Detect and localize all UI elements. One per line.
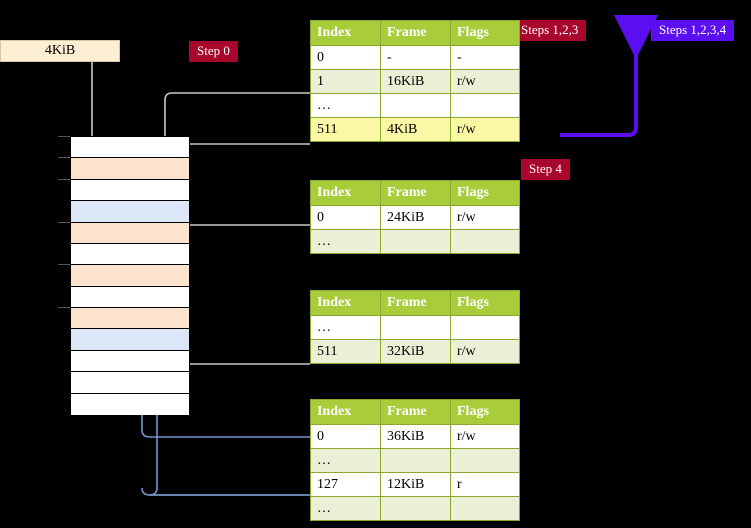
- memory-row: [71, 137, 189, 159]
- table-row: …: [310, 315, 520, 340]
- memory-row: [71, 222, 189, 244]
- table-cell: [450, 229, 520, 254]
- badge-step-4: Step 4: [521, 159, 570, 180]
- memory-row-tick: [58, 264, 70, 266]
- column-header-index: Index: [310, 20, 381, 46]
- memory-row-tick: [58, 157, 70, 159]
- memory-row: [71, 286, 189, 308]
- table-cell: 127: [310, 472, 381, 497]
- table-cell: r: [450, 472, 520, 497]
- table-cell: r/w: [450, 205, 520, 230]
- size-label-4kib: 4KiB: [0, 40, 120, 62]
- table-cell: …: [310, 448, 381, 473]
- wire-pd-row511-to-memory: [170, 305, 310, 365]
- memory-row: [71, 393, 189, 415]
- physical-memory-column: [70, 136, 190, 415]
- table-row: 0--: [310, 45, 520, 70]
- table-row: …: [310, 229, 520, 254]
- memory-row: [71, 158, 189, 180]
- table-cell: 4KiB: [380, 117, 451, 142]
- table-cell: [380, 448, 451, 473]
- table-cell: -: [380, 45, 451, 70]
- table-cell: 511: [310, 339, 381, 364]
- badge-step-0: Step 0: [189, 41, 238, 62]
- memory-row-tick: [58, 178, 70, 180]
- table-cell: 32KiB: [380, 339, 451, 364]
- table-cell: 1: [310, 69, 381, 94]
- table-cell: 0: [310, 45, 381, 70]
- table-cell: r/w: [450, 69, 520, 94]
- column-header-flags: Flags: [450, 180, 520, 206]
- wire-memory-to-pt-row127-tail: [141, 487, 310, 496]
- memory-row: [71, 265, 189, 287]
- column-header-index: Index: [310, 180, 381, 206]
- table-cell: [450, 315, 520, 340]
- table-cell: …: [310, 93, 381, 118]
- wire-pdpt-row0-to-memory: [170, 224, 310, 252]
- column-header-frame: Frame: [380, 180, 451, 206]
- badge-steps-123: Steps 1,2,3: [513, 20, 587, 41]
- table-cell: [450, 93, 520, 118]
- memory-row-tick: [58, 136, 70, 137]
- memory-row: [71, 350, 189, 373]
- memory-row: [71, 179, 189, 202]
- table-cell: [380, 315, 451, 340]
- table-cell: 12KiB: [380, 472, 451, 497]
- table-cell: …: [310, 315, 381, 340]
- table-cell: [380, 229, 451, 254]
- memory-row: [71, 329, 189, 351]
- column-header-index: Index: [310, 399, 381, 425]
- table-cell: [450, 448, 520, 473]
- wire-pml4-row511-to-memory: [174, 143, 310, 220]
- table-cell: 511: [310, 117, 381, 142]
- memory-row: [71, 201, 189, 223]
- table-row: …: [310, 93, 520, 118]
- memory-row: [71, 243, 189, 266]
- column-header-frame: Frame: [380, 290, 451, 316]
- table-cell: …: [310, 496, 381, 521]
- badge-steps-1234: Steps 1,2,3,4: [651, 20, 735, 41]
- table-cell: 0: [310, 424, 381, 449]
- table-cell: 0: [310, 205, 381, 230]
- memory-row: [71, 372, 189, 394]
- wire-steps-1234-loop: [560, 15, 658, 137]
- column-header-frame: Frame: [380, 399, 451, 425]
- table-cell: 16KiB: [380, 69, 451, 94]
- table-row: …: [310, 448, 520, 473]
- table-cell: 36KiB: [380, 424, 451, 449]
- column-header-flags: Flags: [450, 20, 520, 46]
- table-cell: -: [450, 45, 520, 70]
- table-cell: 24KiB: [380, 205, 451, 230]
- column-header-flags: Flags: [450, 290, 520, 316]
- memory-row-tick: [58, 221, 70, 223]
- size-label-text: 4KiB: [44, 43, 76, 58]
- column-header-flags: Flags: [450, 399, 520, 425]
- table-cell: r/w: [450, 117, 520, 142]
- column-header-index: Index: [310, 290, 381, 316]
- table-cell: [380, 93, 451, 118]
- memory-row: [71, 308, 189, 330]
- table-cell: r/w: [450, 339, 520, 364]
- table-cell: [450, 496, 520, 521]
- table-cell: r/w: [450, 424, 520, 449]
- table-cell: [380, 496, 451, 521]
- column-header-frame: Frame: [380, 20, 451, 46]
- memory-row-tick: [58, 307, 70, 309]
- table-row: …: [310, 496, 520, 521]
- table-cell: …: [310, 229, 381, 254]
